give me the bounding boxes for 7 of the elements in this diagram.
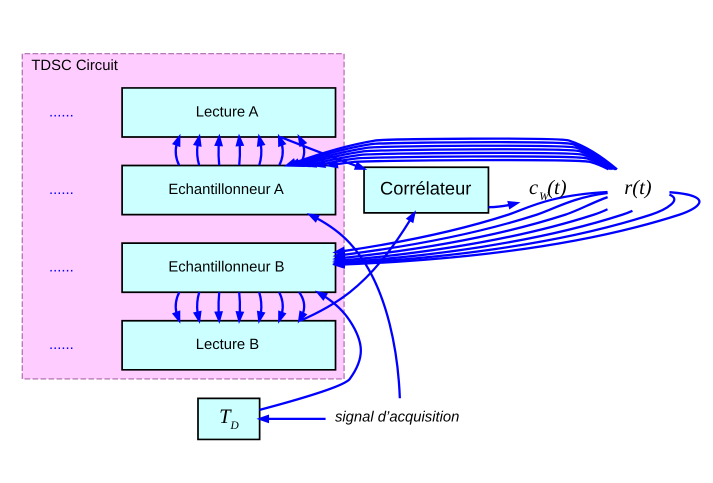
label: ...... bbox=[49, 181, 74, 198]
node-text: r(t) bbox=[624, 176, 652, 198]
node-text: signal d’acquisition bbox=[334, 409, 460, 426]
label: ...... bbox=[49, 104, 74, 120]
label: ...... bbox=[49, 336, 74, 353]
node-text: c$_{W}$(t) bbox=[528, 176, 567, 202]
label: ...... bbox=[49, 259, 74, 276]
